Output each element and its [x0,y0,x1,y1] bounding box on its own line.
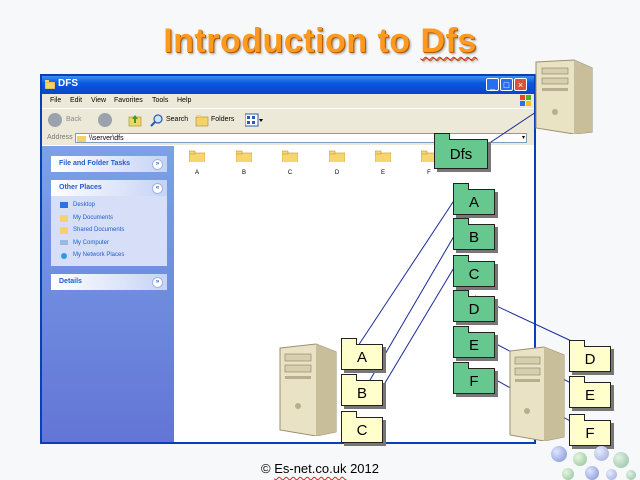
bubble [585,466,599,480]
bubble [606,469,617,480]
folder-label[interactable]: E [380,170,385,176]
bubble [613,452,629,468]
other-place-shared-documents[interactable]: Shared Documents [73,227,125,233]
folder-label[interactable]: F [427,170,431,176]
folder-icon [45,80,55,89]
bubble [626,470,636,480]
bubble [562,468,574,480]
folder-icon[interactable] [282,150,298,162]
folder-label[interactable]: C [287,170,293,176]
back-button[interactable]: Back [66,116,82,123]
bubble [573,452,587,466]
share-folder-f: F [569,414,611,446]
bubble [551,446,567,462]
chevron-up-icon[interactable]: « [152,183,163,194]
copyright-footer: © Es-net.co.uk 2012 [0,461,640,476]
share-folder-c: C [341,411,383,443]
bubble [594,446,609,461]
copyright-site: Es-net.co.uk [274,461,347,476]
close-button[interactable]: × [514,78,527,91]
dfs-link-folder-f: F [453,362,495,394]
folder-label[interactable]: D [334,170,340,176]
dfs-root-folder: Dfs [434,133,488,169]
title-text: Introduction to [163,22,421,60]
details-panel: Details » [51,274,167,290]
menu-tools[interactable]: Tools [152,97,169,104]
copyright-symbol: © [260,461,275,476]
task-pane: File and Folder Tasks » Other Places « Des… [42,146,174,442]
title-bar[interactable]: DFS _ □ × [42,76,534,94]
file-folder-tasks-panel: File and Folder Tasks » [51,156,167,172]
dfs-link-folder-e: E [453,326,495,358]
address-value: \\server\dfs [89,135,124,142]
other-places-panel: Other Places « Desktop My Documents Share… [51,180,167,266]
folders-icon[interactable] [195,113,209,127]
toolbar: Back Search Folders [42,108,534,132]
folder-label[interactable]: B [241,170,246,176]
my-documents-icon [60,215,68,222]
menu-help[interactable]: Help [177,97,192,104]
folder-icon[interactable] [189,150,205,162]
menu-bar: File Edit View Favorites Tools Help [42,94,534,108]
shared-documents-icon [60,227,68,234]
menu-view[interactable]: View [91,97,107,104]
search-button[interactable]: Search [166,116,189,123]
copyright-year: 2012 [346,461,379,476]
address-label: Address [47,134,73,141]
minimize-button[interactable]: _ [486,78,499,91]
desktop-icon [60,202,68,208]
window-title: DFS [58,78,78,89]
folder-icon[interactable] [236,150,252,162]
share-folder-e: E [569,376,611,408]
address-dropdown-icon[interactable]: ▾ [521,135,525,141]
maximize-button[interactable]: □ [500,78,513,91]
share-folder-a: A [341,338,383,370]
other-place-my-documents[interactable]: My Documents [73,215,114,221]
other-places-header[interactable]: Other Places [59,184,102,191]
menu-edit[interactable]: Edit [70,97,83,104]
views-icon[interactable] [245,113,263,127]
details-header[interactable]: Details [59,278,82,285]
search-icon[interactable] [150,113,164,127]
chevron-down-icon[interactable]: » [152,159,163,170]
other-place-my-network-places[interactable]: My Network Places [73,252,125,258]
menu-favorites[interactable]: Favorites [114,97,143,104]
dfs-link-folder-b: B [453,218,495,250]
address-bar: Address \\server\dfs ▾ [42,131,534,145]
forward-arrow-icon[interactable] [98,113,112,127]
folder-icon[interactable] [421,150,437,162]
folders-button[interactable]: Folders [211,116,235,123]
chevron-down-icon[interactable]: » [152,277,163,288]
folder-label[interactable]: A [194,170,199,176]
menu-file[interactable]: File [50,97,62,104]
other-place-my-computer[interactable]: My Computer [73,240,110,246]
file-folder-tasks-header[interactable]: File and Folder Tasks [59,160,131,167]
right-server-icon [509,346,565,441]
left-server-icon [279,343,337,436]
back-arrow-icon[interactable] [48,113,62,127]
my-computer-icon [60,240,68,245]
slide-title: Introduction to Dfs [0,22,640,61]
share-folder-b: B [341,374,383,406]
other-place-desktop[interactable]: Desktop [73,202,96,208]
folder-icon [77,136,86,142]
dfs-server-icon [535,59,593,134]
folder-icon[interactable] [375,150,391,162]
network-places-icon [61,253,67,259]
dfs-link-folder-c: C [453,255,495,287]
title-dfs-word: Dfs [420,22,477,60]
folder-icon[interactable] [329,150,345,162]
folder-up-icon[interactable] [128,113,142,127]
dfs-link-folder-d: D [453,290,495,322]
dfs-link-folder-a: A [453,183,495,215]
share-folder-d: D [569,340,611,372]
